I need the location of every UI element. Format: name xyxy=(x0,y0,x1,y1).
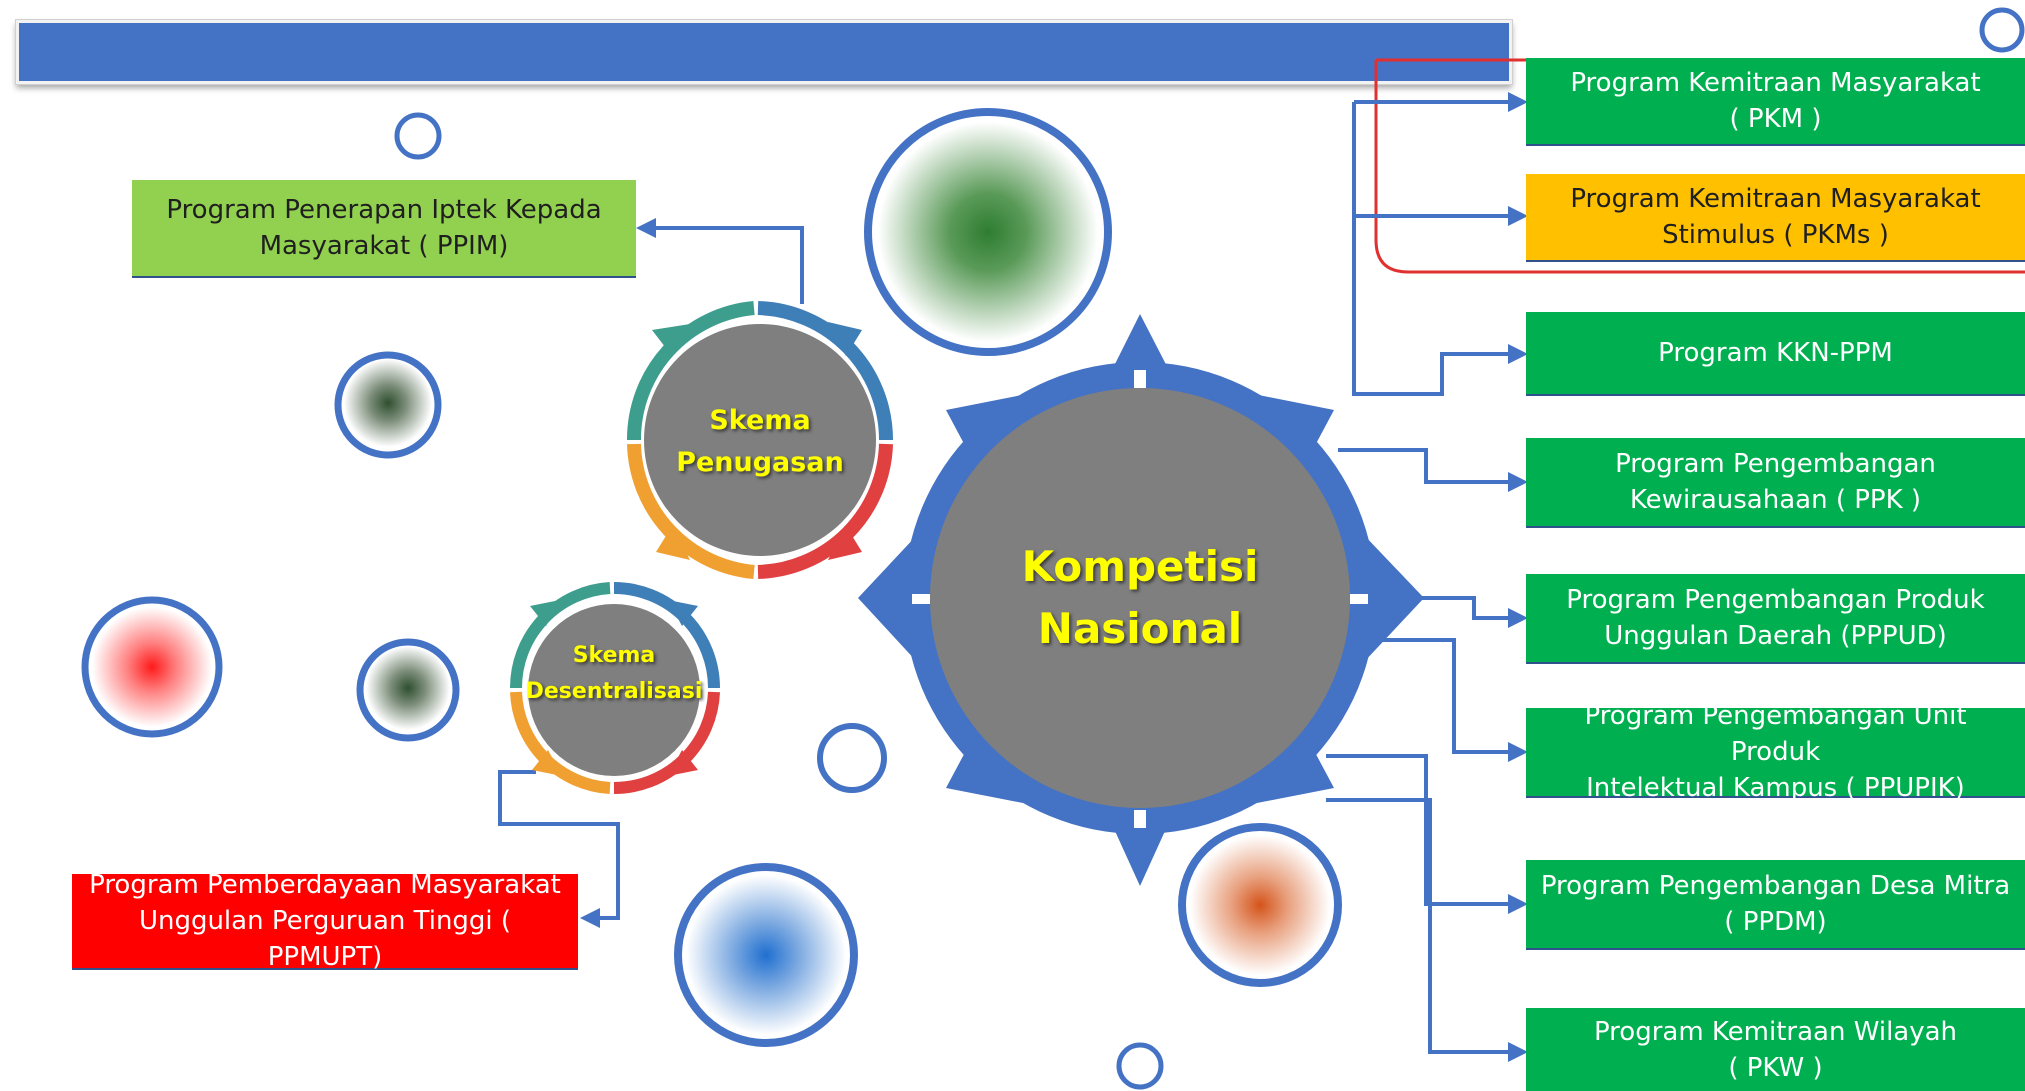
program-pkm-label: Program Kemitraan Masyarakat ( PKM ) xyxy=(1570,68,1981,134)
hub-decentralization-label: Skema Desentralisasi xyxy=(525,643,703,704)
connector-pkw xyxy=(1326,798,1528,1062)
connector-ppk xyxy=(1338,448,1528,492)
bubble-small-bottom xyxy=(1116,1042,1164,1090)
bubble-orange-fill xyxy=(1190,835,1330,975)
program-pkms-label: Program Kemitraan Masyarakat Stimulus ( … xyxy=(1570,184,1981,250)
hub-national xyxy=(858,314,1424,886)
hub-assignment-face xyxy=(644,324,876,556)
bubble-dark-1-fill xyxy=(344,359,432,447)
connector-ppmupt xyxy=(498,770,620,928)
bubble-small-corner xyxy=(1979,7,2025,53)
hub-decentralization xyxy=(509,582,720,795)
program-ppim-label: Program Penerapan Iptek Kepada Masyaraka… xyxy=(166,195,602,261)
hub-assignment xyxy=(626,301,893,579)
connector-group xyxy=(1352,102,1528,396)
title-bar xyxy=(16,20,1512,84)
hub-decentralization-face xyxy=(528,604,700,776)
program-kkn-ppm-label: Program KKN-PPM xyxy=(1658,338,1893,368)
connectors xyxy=(498,92,1528,1062)
program-pkms: Program Kemitraan Masyarakat Stimulus ( … xyxy=(1526,174,2025,260)
bubble-small-top xyxy=(394,112,442,160)
hub-assignment-label: Skema Penugasan xyxy=(676,405,844,478)
decorative-bubbles xyxy=(81,7,2025,1090)
connector-ppupik xyxy=(1380,638,1528,762)
program-ppmupt-label: Program Pemberdayaan Masyarakat Unggulan… xyxy=(89,870,561,972)
program-ppupik: Program Pengembangan Unit Produk Intelek… xyxy=(1526,701,2025,803)
program-pkw-label: Program Kemitraan Wilayah ( PKW ) xyxy=(1593,1016,1958,1083)
hub-national-label: Kompetisi Nasional xyxy=(1021,542,1259,653)
program-ppk-label: Program Pengembangan Kewirausahaan ( PPK… xyxy=(1615,449,1936,515)
program-ppdm: Program Pengembangan Desa Mitra ( PPDM) xyxy=(1526,860,2025,948)
hub-national-face xyxy=(930,388,1350,808)
bubble-red-fill xyxy=(92,607,212,727)
program-ppk: Program Pengembangan Kewirausahaan ( PPK… xyxy=(1526,438,2025,526)
bubble-blue-fill xyxy=(686,875,846,1035)
bubble-dark-2-fill xyxy=(366,646,450,730)
bubble-green-large-fill xyxy=(878,122,1098,342)
program-pppud: Program Pengembangan Produk Unggulan Dae… xyxy=(1526,574,2025,662)
program-ppdm-label: Program Pengembangan Desa Mitra ( PPDM) xyxy=(1540,871,2011,937)
connector-ppdm xyxy=(1326,754,1528,914)
program-pppud-label: Program Pengembangan Produk Unggulan Dae… xyxy=(1566,585,1985,651)
program-pkw: Program Kemitraan Wilayah ( PKW ) xyxy=(1526,1008,2025,1091)
program-kkn-ppm: Program KKN-PPM xyxy=(1526,312,2025,394)
connector-ppim xyxy=(636,218,804,304)
bubble-small-mid xyxy=(817,723,887,793)
program-pkm: Program Kemitraan Masyarakat ( PKM ) xyxy=(1526,58,2025,144)
connector-pppud xyxy=(1418,596,1528,628)
program-ppmupt: Program Pemberdayaan Masyarakat Unggulan… xyxy=(72,870,578,972)
program-ppupik-label: Program Pengembangan Unit Produk Intelek… xyxy=(1584,701,1967,803)
program-ppim: Program Penerapan Iptek Kepada Masyaraka… xyxy=(132,180,636,276)
